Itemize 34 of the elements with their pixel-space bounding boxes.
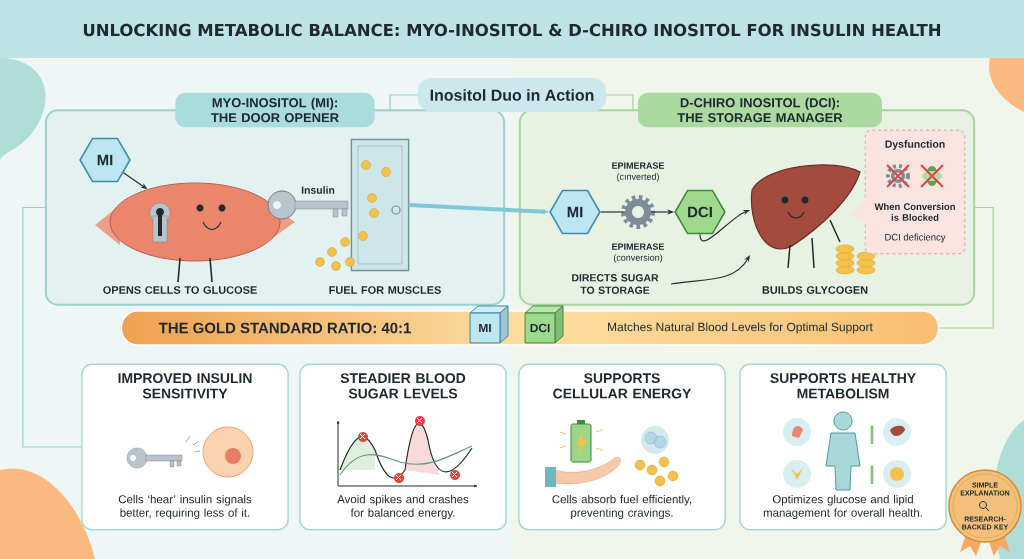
node-caption: EPIMERASE (cınverted): [612, 162, 665, 182]
node-caption: OPENS CELLS TO GLUCOSE: [103, 286, 257, 294]
key-label: Insulin: [301, 186, 335, 194]
title-banner: UNLOCKING METABOLIC BALANCE: MYO-INOSITOL & D-CHIRO INOSITOL FOR INSULIN HEALTH: [0, 0, 1024, 58]
node-label: STEADIER BLOOD SUGAR LEVELS: [340, 373, 466, 399]
node-caption: BUILDS GLYCOGEN: [762, 286, 868, 294]
banner-text: Matches Natural Blood Levels for Optimal Support: [608, 322, 873, 334]
benefit-card: SUPPORTS CELLULAR ENERGY Cells absorb fuel efficiently, preventing cravings.: [518, 363, 726, 531]
connector-line: [22, 206, 82, 448]
node-label: IMPROVED INSULIN SENSITIVITY: [118, 373, 252, 399]
node-caption: FUEL FOR MUSCLES: [329, 286, 441, 294]
hexagon-badge: MI: [79, 137, 131, 183]
arrow: [699, 209, 750, 242]
node-label: SUPPORTS HEALTHY METABOLISM: [770, 373, 916, 399]
connector-line: [605, 94, 634, 110]
node-label: Optimizes glucose and lipid management for overall health.: [763, 494, 922, 520]
heading-pill: D-CHIRO INOSITOL (DCI): THE STORAGE MANAGER: [637, 92, 883, 128]
heading-pill: MYO-INOSITOL (MI): THE DOOR OPENER: [175, 92, 375, 128]
benefit-card: STEADIER BLOOD SUGAR LEVELS Avoid spikes and crashes for balanced energy.: [299, 363, 507, 531]
annotation-text: DIRECTS SUGAR TO STORAGE: [572, 274, 659, 294]
hexagon-badge: MI: [549, 189, 601, 235]
heading-pill: Inositol Duo in Action: [417, 78, 607, 112]
banner-heading: THE GOLD STANDARD RATIO: 40:1: [158, 322, 411, 334]
connector-line: [389, 94, 419, 110]
node-label: Avoid spikes and crashes for balanced energy.: [337, 494, 469, 520]
node-label: Cells ‘hear’ insulin signals better, requiring less of it.: [118, 494, 252, 520]
arrow: [670, 255, 750, 285]
node-label: Cells absorb fuel efficiently, preventing cravings.: [552, 494, 692, 520]
connector-line: [938, 206, 994, 329]
node-caption: EPIMERASE (conversion): [612, 243, 665, 263]
node-label: SUPPORTS CELLULAR ENERGY: [553, 373, 692, 399]
benefit-card: IMPROVED INSULIN SENSITIVITY Cells ‘hear’ insulin signals better, requiring less of it.: [81, 363, 289, 531]
hexagon-badge: DCI: [674, 189, 726, 235]
connector-line: [600, 211, 626, 213]
